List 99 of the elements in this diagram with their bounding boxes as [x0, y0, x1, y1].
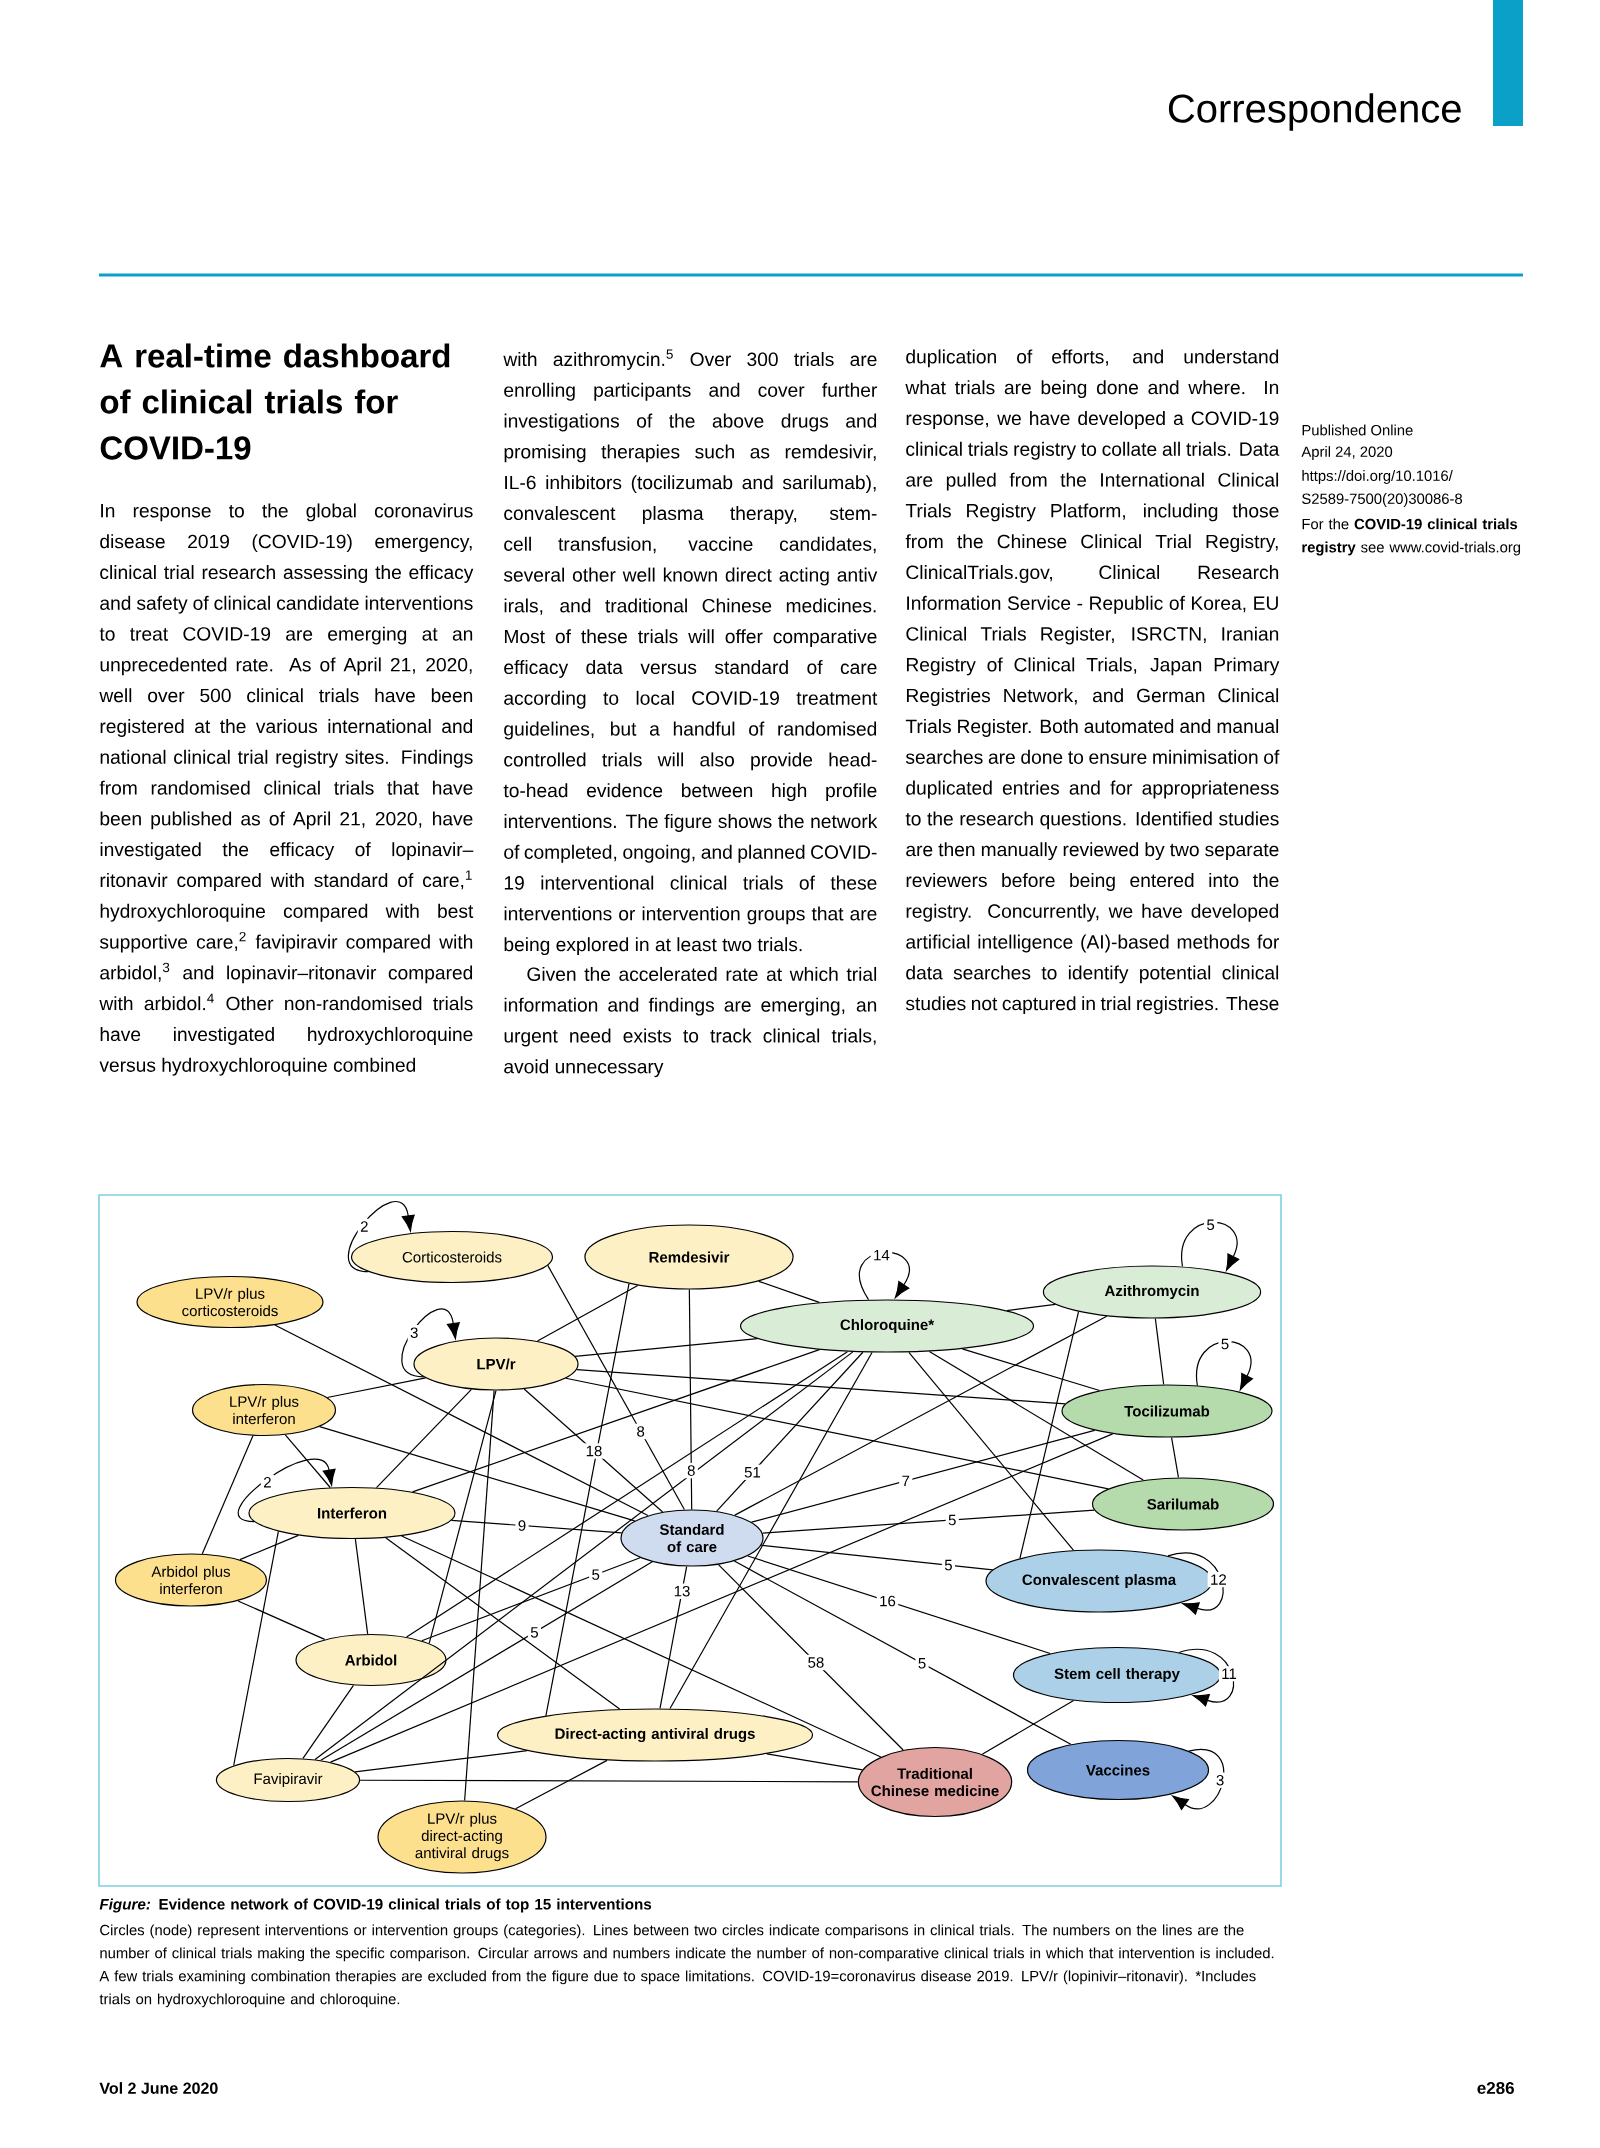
edge-label: 5 [915, 1655, 929, 1671]
body-text: with azithromycin.$^{5}$ Over 300 trials are enrolling participants and cover further investigations of the above drugs and promising therapies such as remdesivir, IL-6 inhibitors (tocilizumab and sarilumab), convalescent plasma therapy, stem-cell transfusion, vaccine candidates, several other well known direct acting antiv irals, and traditional Chinese medicines. Most of these trials will offer comparative efficacy data versus standard of care according to local COVID-19 treatment guidelines, but a handful of randomised controlled trials will also provide head-to-head evidence between high profile interventions. The figure shows the network of completed, ongoing, and planned COVID-19 interventional clinical trials of these interventions or intervention groups that are being explored in at least two trials. [503, 349, 878, 956]
comparison-line [981, 1699, 1075, 1755]
edge-label: 8 [634, 1423, 648, 1440]
comparison-line [565, 1377, 1109, 1490]
comparison-line [574, 1338, 759, 1357]
comparison-line [201, 1435, 254, 1555]
comparison-line [450, 1519, 623, 1534]
comparison-line [1019, 1311, 1080, 1559]
comparison-line [750, 1429, 1096, 1523]
comparison-line [761, 1509, 1095, 1534]
comparison-line [576, 1369, 1066, 1405]
edge-label: 5 [527, 1624, 541, 1641]
comparison-line [274, 1324, 649, 1517]
comparison-line [716, 1351, 864, 1512]
edge-label: 8 [684, 1462, 698, 1479]
caption-heading: Figure: Evidence network of COVID-19 clinical trials of top 15 interventions [99, 1898, 652, 1913]
comparison-line [233, 1530, 279, 1767]
comparison-line [536, 1284, 639, 1342]
comparison-line [318, 1426, 636, 1522]
loop-arrow [401, 1308, 460, 1378]
comparison-line [669, 1351, 873, 1710]
comparison-line [237, 1600, 326, 1640]
edge-label: 51 [741, 1464, 764, 1480]
loop-arrow [1181, 1221, 1240, 1271]
loop-arrow [1178, 1648, 1235, 1707]
edge-label: 13 [671, 1583, 693, 1599]
doi-link: https://doi.org/10.1016/ [1302, 470, 1453, 484]
edge-label: 2 [357, 1218, 371, 1235]
comparison-line [523, 1388, 664, 1513]
page-number: e286 [1477, 2082, 1514, 2095]
comparison-line [659, 1565, 688, 1710]
comparison-line [734, 1315, 1108, 1516]
comparison-line [464, 1390, 495, 1802]
comparison-line [239, 1534, 299, 1561]
edge-label: 14 [870, 1247, 893, 1263]
edge-label: 5 [945, 1512, 959, 1528]
comparison-line [411, 1349, 820, 1493]
comparison-line [515, 1759, 608, 1810]
edge-label: 18 [583, 1443, 605, 1459]
comparison-line [747, 1555, 1051, 1655]
comparison-line [375, 1388, 473, 1489]
comparison-line [1154, 1318, 1165, 1386]
publication-note: Published Online [1302, 424, 1413, 436]
comparison-line [766, 1753, 864, 1771]
comparison-line [1171, 1437, 1180, 1479]
edge-label: 5 [1204, 1217, 1218, 1233]
loop-arrow [1167, 1552, 1224, 1615]
caption-text: Circles (node) represent interventions or intervention groups (categories). Lines between two circles indicate comparisons in clinical trials. The numbers on the lines are the number of clinical trials making the specific comparison. Circular arrows and numbers indicate the number of non-comparative clinical trials in which that intervention is included. A few trials examining combination therapies are excluded from the figure due to space limitations. COVID-19=coronavirus disease 2019. LPV/r (lopinivir–ritonavir). *Includes trials on hydroxychloroquine and chloroquine. [99, 1924, 1274, 2008]
edge-label: 7 [899, 1473, 913, 1489]
edge-label: 3 [407, 1325, 421, 1341]
comparison-line [405, 1351, 848, 1638]
edge-label: 3 [1213, 1772, 1227, 1788]
body-text: duplication of efforts, and understand what trials are being done and where. In response, we have developed a COVID-19 clinical trials registry to collate all trials. Data are pulled from the International Clinical Trials Registry Platform, including those from the Chinese Clinical Trial Registry, ClinicalTrials.gov, Clinical Research Information Service - Republic of Korea, EU Clinical Trials Register, ISRCTN, Iranian Registry of Clinical Trials, Japan Primary Registries Network, and German Clinical Trials Register. Both automated and manual searches are done to ensure minimisation of duplicated entries and for appropriateness to the research questions. Identified studies are then manually reviewed by two separate reviewers before being entered into the registry. Concurrently, we have developed artificial intelligence (AI)-based methods for data searches to identify potential clinical studies not captured in trial registries. These [905, 349, 1280, 1015]
comparison-line [688, 1289, 693, 1510]
registry-note: For the COVID-19 clinical trials registry see www.covid-trials.org [1302, 518, 1521, 556]
comparison-line [329, 1433, 1114, 1763]
body-text: Given the accelerated rate at which trial information and findings are emerging, an urgent need exists to track clinical trials, avoid unnecessary [504, 966, 877, 1078]
edge-label: 58 [805, 1654, 827, 1671]
comparison-line [421, 1557, 641, 1642]
article-title: A real-time dashboard of clinical trials for COVID-19 [100, 343, 450, 460]
comparison-line [961, 1348, 1101, 1392]
comparison-line [354, 1538, 369, 1635]
edge-label: 5 [1218, 1336, 1232, 1352]
edge-label: 16 [876, 1593, 899, 1609]
edge-label: 5 [589, 1567, 603, 1583]
comparison-line [908, 1351, 1074, 1551]
comparison-line [320, 1561, 653, 1761]
comparison-line [547, 1264, 685, 1511]
loop-arrow [237, 1458, 336, 1523]
edge-label: 2 [260, 1474, 274, 1490]
comparison-line [928, 1350, 1144, 1481]
loop-arrow [1172, 1748, 1225, 1810]
loop-arrow [858, 1252, 910, 1301]
comparison-line [354, 1750, 528, 1773]
comparison-line [428, 1390, 497, 1644]
page-footer: Vol 2 June 2020 [99, 2082, 218, 2094]
comparison-line [302, 1684, 355, 1759]
comparison-line [385, 1537, 621, 1710]
comparison-line [758, 1280, 820, 1303]
loop-arrow [347, 1201, 415, 1273]
comparison-line [760, 1544, 994, 1571]
publication-date: April 24, 2020 [1301, 446, 1393, 460]
comparison-line [733, 1560, 1072, 1745]
comparison-line [1006, 1303, 1056, 1312]
comparison-line [326, 1377, 427, 1399]
body-text: In response to the global coronavirus disease 2019 (COVID-19) emergency, clinical trial research assessing the efficacy and safety of clinical candidate interventions to treat COVID-19 are emerging at an unprecedented rate. As of April 21, 2020, well over 500 clinical trials have been registered at the various international and national clinical trial registry sites. Findings from randomised clinical trials that have been published as of April 21, 2020, have investigated the efficacy of lopinavir–ritonavir compared with standard of care,$^{1}$ hydroxychloroquine compared with best supportive care,$^{2}$ favipiravir compared with arbidol,$^{3}$ and lopinavir–ritonavir compared with arbidol.$^{4}$ Other non-randomised trials have investigated hydroxychloroquine versus hydroxychloroquine combined [99, 503, 474, 1076]
doi-link: S2589-7500(20)30086-8 [1302, 493, 1462, 507]
comparison-line [717, 1564, 904, 1751]
comparison-line [284, 1434, 331, 1489]
section-heading: Correspondence [1168, 93, 1461, 131]
loop-arrow [1196, 1341, 1253, 1391]
comparison-line [545, 1283, 630, 1717]
edge-label: 9 [515, 1517, 529, 1534]
edge-label: 11 [1218, 1666, 1240, 1682]
comparison-line [359, 1779, 859, 1783]
edge-label: 5 [941, 1557, 955, 1573]
comparison-line [314, 1351, 854, 1761]
comparison-line [401, 1535, 882, 1758]
